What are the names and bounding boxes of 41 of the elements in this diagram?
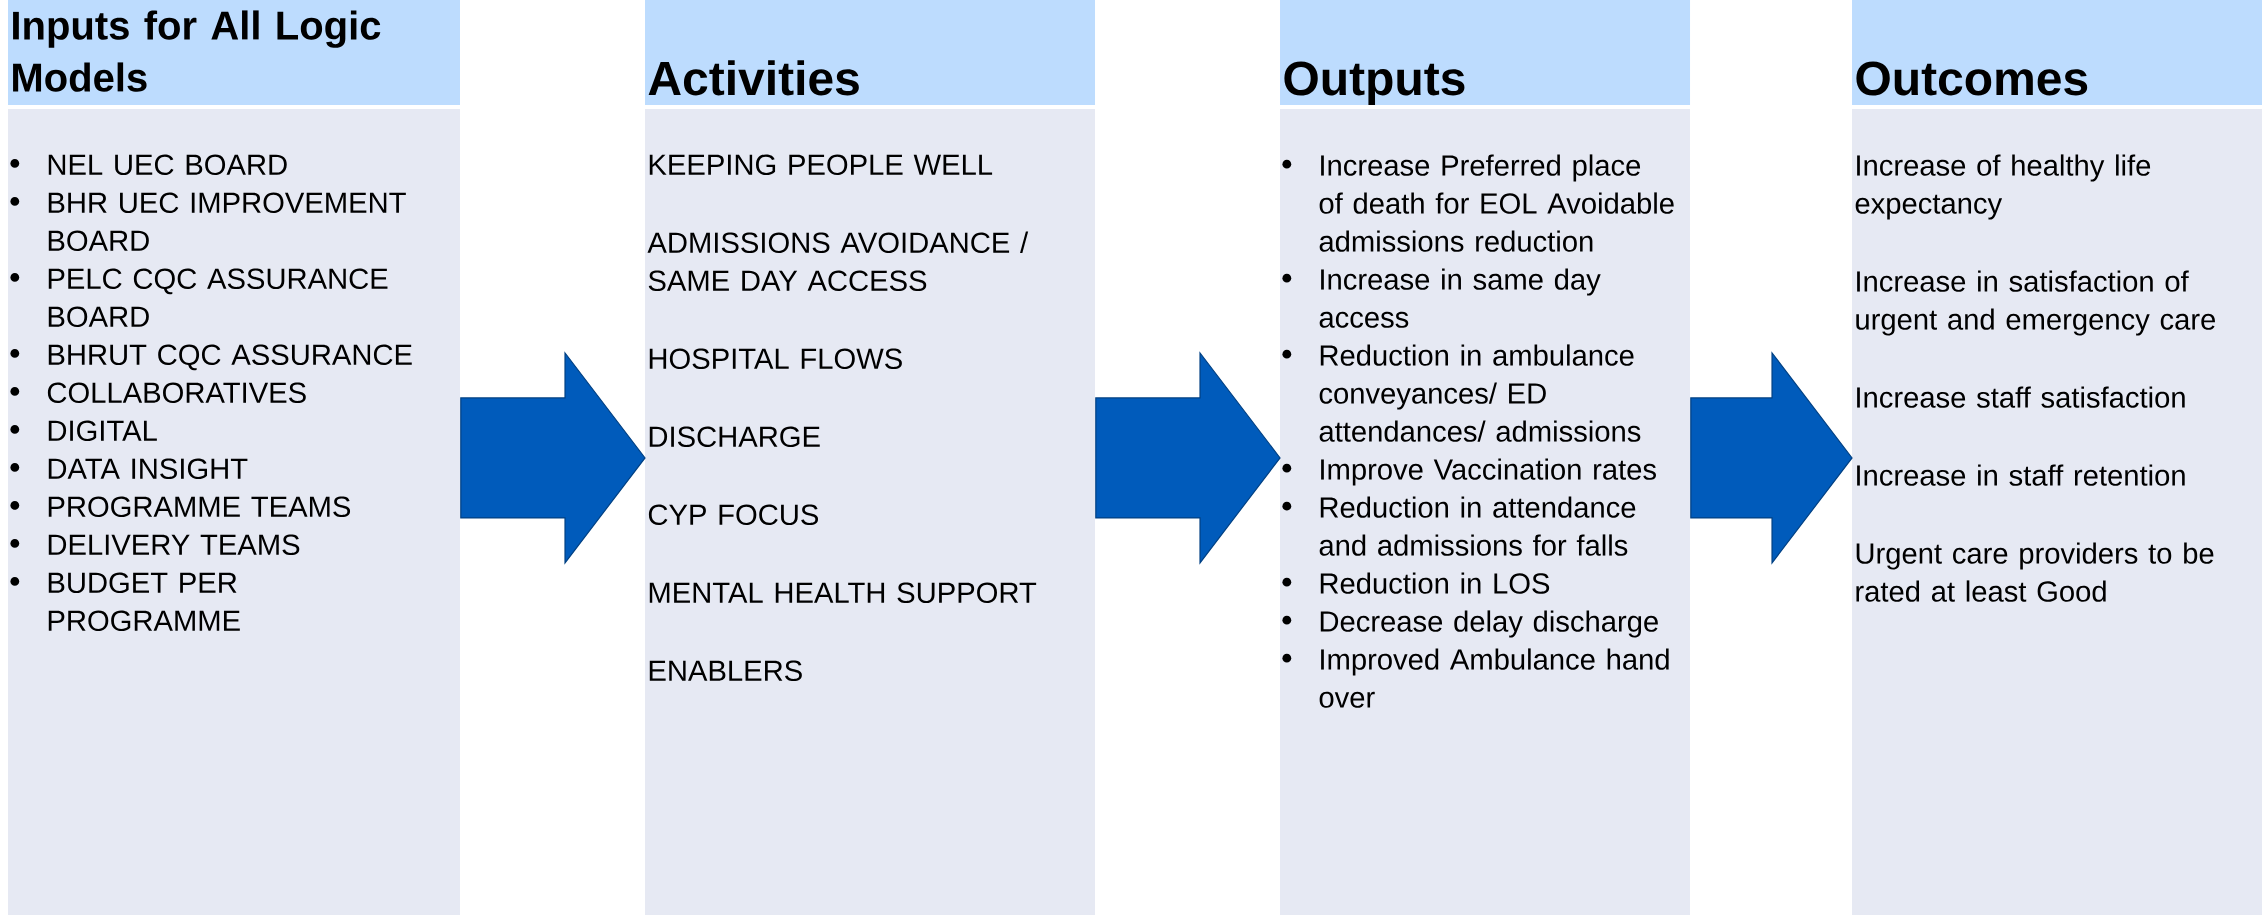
list-item: DATA INSIGHT: [10, 458, 248, 480]
list-item: Increase Preferred place of death for EOL Avoidable admissions reduction: [1282, 154, 1674, 252]
list-item: BHRUT CQC ASSURANCE: [10, 344, 412, 371]
list-item: ADMISSIONS AVOIDANCE / SAME DAY ACCESS: [647, 231, 1029, 292]
list-item: Urgent care providers to be rated at least Good: [1856, 542, 2214, 602]
list-item: KEEPING PEOPLE WELL: [649, 154, 993, 176]
list-item: Increase in same day access: [1282, 268, 1601, 328]
list-item: COLLABORATIVES: [10, 382, 306, 404]
list-item: Improve Vaccination rates: [1282, 458, 1656, 486]
column-heading: Inputs for All Logic Models: [13, 10, 381, 92]
list-item: DIGITAL: [10, 420, 157, 442]
list-item: Increase in staff retention: [1857, 464, 2185, 486]
list-item: ENABLERS: [649, 660, 802, 682]
list-item: PELC CQC ASSURANCE BOARD: [10, 268, 388, 328]
list-item: HOSPITAL FLOWS: [649, 348, 902, 370]
column-panel: [645, 0, 1095, 915]
list-item: Increase staff satisfaction: [1857, 386, 2185, 408]
column-heading: Activities: [648, 60, 859, 96]
list-item: DISCHARGE: [649, 426, 820, 448]
block-arrow: [1690, 351, 1853, 565]
list-item: NEL UEC BOARD: [10, 154, 287, 176]
list-item: DELIVERY TEAMS: [10, 534, 300, 556]
list-item: Increase in satisfaction of urgent and emergency care: [1856, 270, 2215, 336]
list-item: Increase of healthy life expectancy: [1855, 154, 2151, 220]
column-heading: Outputs: [1284, 61, 1465, 105]
block-arrow: [460, 351, 646, 565]
list-item: CYP FOCUS: [648, 504, 819, 526]
column-heading: Outcomes: [1856, 61, 2088, 96]
list-item: Reduction in LOS: [1282, 572, 1550, 594]
list-item: Improved Ambulance hand over: [1282, 648, 1669, 708]
list-item: BUDGET PER PROGRAMME: [10, 572, 240, 632]
column-panel: [8, 0, 460, 915]
list-item: Decrease delay discharge: [1282, 610, 1658, 638]
column-panel: [1280, 0, 1691, 915]
column-panel: [1852, 0, 2262, 915]
list-item: BHR UEC IMPROVEMENT BOARD: [10, 192, 406, 252]
list-item: Reduction in attendance and admissions for falls: [1282, 496, 1636, 556]
block-arrow: [1095, 351, 1281, 565]
list-item: PROGRAMME TEAMS: [10, 496, 351, 518]
list-item: Reduction in ambulance conveyances/ ED attendances/ admissions: [1282, 344, 1641, 442]
list-item: MENTAL HEALTH SUPPORT: [649, 582, 1037, 604]
